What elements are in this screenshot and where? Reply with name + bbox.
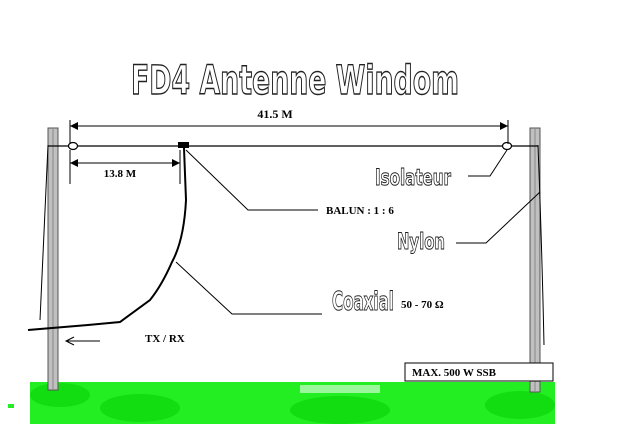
isolateur-pointer: [468, 149, 508, 177]
right-mast: [529, 127, 541, 393]
txrx-arrow-icon: [64, 336, 100, 346]
balun-box: [178, 142, 189, 148]
balun-label: BALUN : 1 : 6: [326, 205, 394, 217]
txrx-label: TX / RX: [145, 333, 185, 345]
coaxial-cable: [27, 147, 188, 331]
right-nylon-rope: [537, 144, 545, 346]
isolateur-label: Isolateur: [375, 166, 451, 191]
coaxial-pointer: [175, 261, 322, 315]
grass-ground: [8, 382, 555, 424]
left-insulator: [67, 141, 79, 151]
total-length-dimension: [69, 120, 509, 144]
total-length-label: 41.5 M: [257, 107, 292, 121]
balun-pointer: [185, 149, 318, 211]
right-insulator: [501, 141, 513, 151]
coaxial-label: Coaxial: [332, 287, 394, 317]
max-power-label: MAX. 500 W SSB: [412, 367, 497, 379]
nylon-pointer: [456, 191, 541, 244]
left-nylon-rope: [39, 144, 49, 321]
max-power-box: [404, 362, 554, 382]
nylon-label: Nylon: [397, 230, 445, 255]
feed-offset-label: 13.8 M: [104, 168, 137, 180]
diagram-title: FD4 Antenne Windom: [131, 58, 459, 104]
left-mast: [47, 127, 59, 391]
feed-offset-dimension: [69, 150, 181, 184]
impedance-label: 50 - 70 Ω: [401, 299, 444, 311]
